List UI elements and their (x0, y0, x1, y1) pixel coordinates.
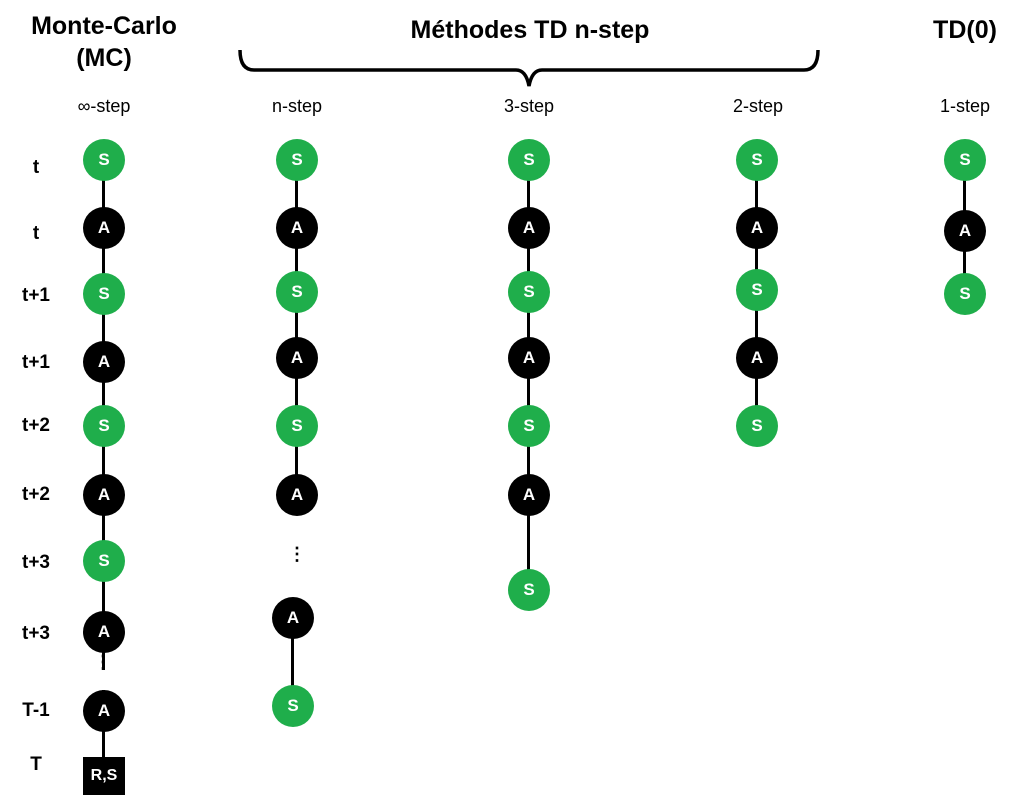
state-node: S (83, 405, 125, 447)
state-node: S (508, 405, 550, 447)
state-node: S (276, 271, 318, 313)
column-header-inf-step: ∞-step (77, 96, 131, 116)
action-node: A (276, 337, 318, 379)
state-node: S (508, 271, 550, 313)
row-label: t (32, 157, 40, 178)
action-node: A (276, 207, 318, 249)
action-node: A (83, 611, 125, 653)
ellipsis-glyph: ⋮ (94, 652, 112, 672)
mc-title-line2: (MC) (76, 44, 132, 72)
ellipsis-glyph: ⋮ (288, 544, 306, 564)
action-node: A (508, 207, 550, 249)
column-header-3-step: 3-step (503, 96, 555, 116)
state-node: S (508, 139, 550, 181)
state-node: S (508, 569, 550, 611)
column-header-2-step: 2-step (732, 96, 784, 116)
state-node: S (83, 273, 125, 315)
action-node: A (276, 474, 318, 516)
column-header-1-step: 1-step (939, 96, 991, 116)
row-label: T-1 (22, 700, 50, 721)
n-step-backup-line (295, 160, 298, 500)
row-label: t+3 (22, 623, 50, 644)
row-label: t+1 (22, 352, 50, 373)
state-node: S (736, 405, 778, 447)
action-node: A (508, 474, 550, 516)
n-step-backup-line-tail (291, 618, 294, 706)
mc-ellipsis: ⋮ (93, 653, 113, 671)
action-node: A (736, 337, 778, 379)
state-node: S (83, 139, 125, 181)
row-label: t (32, 223, 40, 244)
state-node: S (276, 139, 318, 181)
action-node: A (83, 690, 125, 732)
action-node: A (508, 337, 550, 379)
td-nstep-title: Méthodes TD n-step (410, 16, 650, 44)
row-label: t+2 (22, 484, 50, 505)
mc-title: Monte-Carlo (MC) (18, 10, 190, 74)
td0-title: TD(0) (933, 16, 997, 44)
action-node: A (944, 210, 986, 252)
state-node: S (83, 540, 125, 582)
terminal-node: R,S (83, 757, 125, 795)
state-node: S (272, 685, 314, 727)
state-node: S (736, 139, 778, 181)
state-node: S (944, 273, 986, 315)
state-node: S (276, 405, 318, 447)
n-step-ellipsis: ⋮ (287, 545, 307, 563)
action-node: A (83, 207, 125, 249)
action-node: A (272, 597, 314, 639)
state-node: S (944, 139, 986, 181)
action-node: A (83, 341, 125, 383)
action-node: A (83, 474, 125, 516)
row-label: t+1 (22, 285, 50, 306)
state-node: S (736, 269, 778, 311)
td-methods-brace (238, 49, 820, 87)
action-node: A (736, 207, 778, 249)
mc-title-line1: Monte-Carlo (31, 12, 177, 40)
row-label: t+2 (22, 415, 50, 436)
mc-backup-line-tail (102, 690, 105, 778)
column-header-n-step: n-step (271, 96, 323, 116)
row-label: t+3 (22, 552, 50, 573)
row-label: T (30, 754, 42, 775)
